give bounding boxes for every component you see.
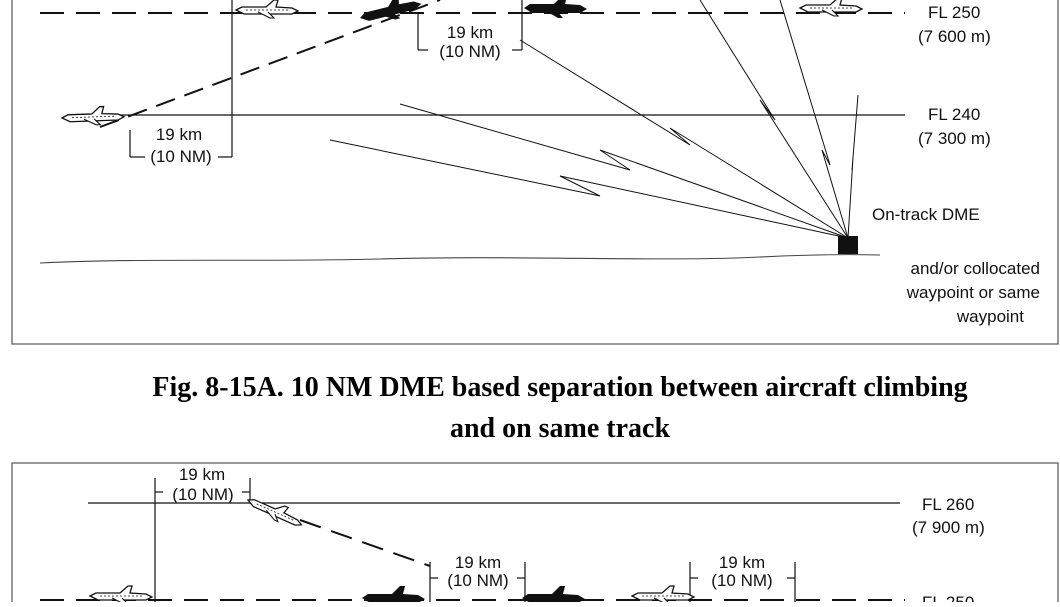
dme-signals bbox=[329, 0, 859, 239]
sep-2-km: 19 km bbox=[455, 553, 501, 572]
aircraft-fl250-left bbox=[235, 0, 299, 19]
aircraft-descending bbox=[244, 490, 307, 532]
bottom-figure: 19 km (10 NM) 19 km (10 NM) 19 km (10 NM… bbox=[11, 462, 1059, 607]
top-figure: 19 km (10 NM) 19 km (10 NM) FL 250 (7 60… bbox=[11, 0, 1059, 345]
dme-note-3: waypoint bbox=[956, 307, 1024, 326]
fl250-meters: (7 600 m) bbox=[918, 27, 991, 46]
fl260-label: FL 260 bbox=[922, 495, 974, 514]
descent-path bbox=[299, 519, 431, 567]
aircraft-bottom-left bbox=[89, 585, 153, 605]
fl240-label: FL 240 bbox=[928, 105, 980, 124]
ground-line bbox=[39, 254, 881, 264]
sep-1-km: 19 km bbox=[179, 465, 225, 484]
aircraft-climbing-low bbox=[61, 105, 125, 127]
aircraft-fl250-solid bbox=[524, 0, 587, 18]
fl260-meters: (7 900 m) bbox=[912, 518, 985, 537]
sep-bracket-b bbox=[417, 0, 523, 51]
dme-label: On-track DME bbox=[872, 205, 980, 224]
aircraft-bottom-solid-2 bbox=[522, 586, 585, 607]
dme-station bbox=[838, 236, 858, 254]
sep-bracket-1 bbox=[154, 478, 251, 602]
bottom-figure-frame bbox=[11, 462, 1059, 607]
sep-b-km: 19 km bbox=[447, 23, 493, 42]
aircraft-bottom-right bbox=[631, 585, 695, 605]
fl250-label: FL 250 bbox=[928, 3, 980, 22]
sep-3-km: 19 km bbox=[719, 553, 765, 572]
top-figure-frame bbox=[11, 0, 1059, 345]
figure-caption-line-2: and on same track bbox=[449, 413, 671, 444]
fl250-label-bottom: FL 250 bbox=[922, 593, 974, 602]
dme-note-2: waypoint or same bbox=[906, 283, 1040, 302]
aircraft-bottom-solid bbox=[362, 586, 425, 607]
sep-2-nm: (10 NM) bbox=[447, 571, 508, 590]
fl240-meters: (7 300 m) bbox=[918, 129, 991, 148]
sep-bracket-a bbox=[129, 0, 233, 158]
sep-a-nm: (10 NM) bbox=[150, 147, 211, 166]
sep-3-nm: (10 NM) bbox=[711, 571, 772, 590]
sep-1-nm: (10 NM) bbox=[172, 485, 233, 504]
sep-bracket-2 bbox=[429, 562, 526, 602]
figure-caption-line-1: Fig. 8-15A. 10 NM DME based separation b… bbox=[152, 372, 968, 403]
climb-path bbox=[99, 0, 441, 128]
sep-b-nm: (10 NM) bbox=[439, 42, 500, 61]
dme-note-1: and/or collocated bbox=[911, 259, 1040, 278]
sep-a-km: 19 km bbox=[156, 125, 202, 144]
